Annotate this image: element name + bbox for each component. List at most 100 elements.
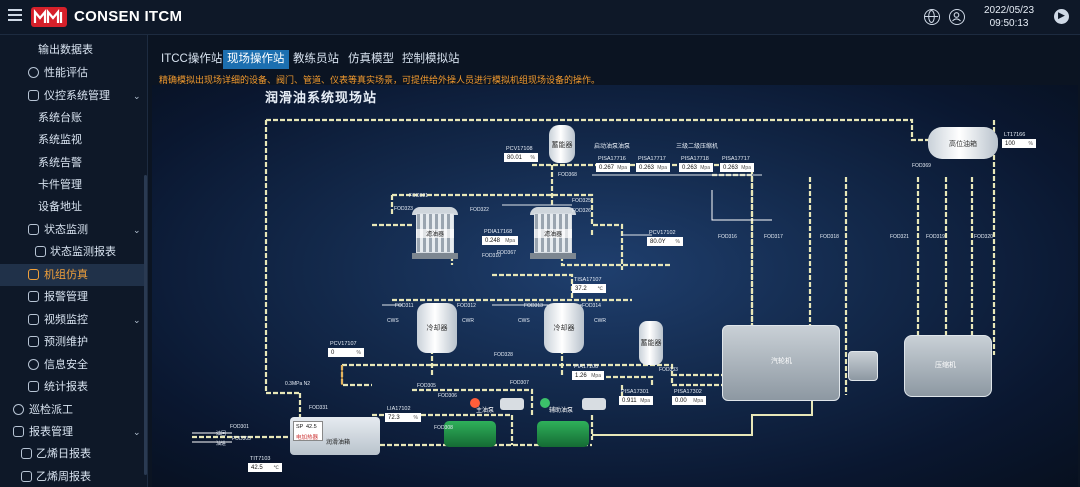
valve-f0317[interactable] [802, 179, 810, 185]
sidebar-item-status-monitor[interactable]: 状态监测⌄ [0, 219, 147, 241]
pipe-label-fod305: FOD305 [417, 383, 436, 389]
sidebar-item-label: 仪控系统管理 [44, 90, 110, 102]
pipe-label-fod318: FOD318 [820, 234, 839, 240]
tab-instructor[interactable]: 教练员站 [293, 53, 339, 65]
valve-line-1[interactable] [610, 177, 618, 183]
steam-turbine[interactable]: 汽轮机 [722, 325, 840, 401]
valve-return[interactable] [528, 381, 536, 387]
menu-toggle-icon[interactable] [8, 9, 22, 23]
chevron-down-icon: ⌄ [133, 91, 141, 101]
sidebar-item-unit-simulation[interactable]: 机组仿真 [0, 264, 147, 286]
valve-pcv17107[interactable] [340, 375, 348, 381]
pipe-label-fod310: FOD310 [482, 253, 501, 259]
valve-line-2[interactable] [652, 177, 660, 183]
valve-line-3[interactable] [695, 177, 703, 183]
aux-oil-pump[interactable] [537, 421, 589, 447]
setpoint-label: SP [296, 424, 304, 430]
sidebar-item-info-security[interactable]: 信息安全 [0, 354, 147, 376]
sidebar-item-performance[interactable]: 性能评估 [0, 62, 147, 84]
valve-pcv17102[interactable] [622, 233, 630, 239]
sidebar-item-video-monitor[interactable]: 视频监控⌄ [0, 309, 147, 331]
sidebar-item-statistics[interactable]: 统计报表 [0, 376, 147, 398]
sidebar: 输出数据表 性能评估 仪控系统管理 ⌄ 系统台账 系统监视 系统告警 卡件管理 设… [0, 35, 148, 487]
oil-tank[interactable]: 润滑油箱 SP 42.5 电加热器 [290, 417, 380, 455]
pipe-label-fod301: FOD301 [230, 424, 249, 430]
cooler-1[interactable]: 冷却器 [417, 303, 457, 353]
sidebar-item-daily-report[interactable]: 乙烯日报表 [0, 443, 147, 465]
sidebar-item-system-ledger[interactable]: 系统台账 [0, 107, 147, 129]
oil-tank-label: 润滑油箱 [325, 440, 350, 446]
logout-icon[interactable] [1054, 9, 1069, 24]
valve-f0319[interactable] [964, 233, 972, 239]
sidebar-item-status-report[interactable]: 状态监测报表 [0, 241, 147, 263]
valve-cooler-switch[interactable] [504, 297, 512, 303]
sidebar-item-system-alarm[interactable]: 系统告警 [0, 152, 147, 174]
valve-filter-switch[interactable] [504, 277, 512, 283]
pipe-label-cws-2: CWS [518, 318, 530, 324]
aux-pump-control-panel[interactable] [582, 398, 606, 410]
valve-f0316[interactable] [764, 179, 772, 185]
valve-pcv17108[interactable] [524, 171, 532, 177]
tab-control-sim[interactable]: 控制模拟站 [402, 53, 460, 65]
pipe-label-fod303: FOD303 [232, 436, 251, 442]
sidebar-item-label: 性能评估 [44, 67, 88, 79]
sidebar-item-device-address[interactable]: 设备地址 [0, 196, 147, 218]
sidebar-item-patrol[interactable]: 巡检派工 [0, 399, 147, 421]
sidebar-item-report-mgmt[interactable]: 报表管理⌄ [0, 421, 147, 443]
sidebar-item-predictive-maint[interactable]: 预测维护 [0, 331, 147, 353]
tab-field-station[interactable]: 现场操作站 [223, 50, 289, 69]
filter-base [530, 253, 576, 259]
pipe-label-oil-return: 油回 [216, 431, 227, 437]
diagram-title: 润滑油系统现场站 [265, 90, 378, 105]
date-text: 2022/05/23 [984, 5, 1035, 16]
aux-pump-status-light[interactable] [540, 398, 550, 408]
sidebar-item-weekly-report[interactable]: 乙烯周报表 [0, 466, 147, 487]
report-icon [13, 426, 24, 437]
accumulator-top[interactable]: 蓄能器 [549, 125, 575, 163]
tank-setpoint[interactable]: SP 42.5 电加热器 [293, 421, 323, 441]
sidebar-item-output-table[interactable]: 输出数据表 [0, 39, 147, 61]
sidebar-scrollbar[interactable] [144, 175, 147, 475]
pipe-label-fod331: FOD331 [309, 405, 328, 411]
main-pump-control-panel[interactable] [500, 398, 524, 410]
cooler-2[interactable]: 冷却器 [544, 303, 584, 353]
pipe-label-fod308: FOD308 [434, 425, 453, 431]
high-tank[interactable]: 高位油箱 [928, 127, 998, 159]
user-icon[interactable] [949, 9, 965, 25]
filter-1[interactable]: 滤油器 [412, 203, 458, 261]
sidebar-item-system-monitor[interactable]: 系统监视 [0, 129, 147, 151]
compressor[interactable]: 压缩机 [904, 335, 992, 397]
time-text: 09:50:13 [989, 18, 1029, 29]
main-oil-pump[interactable] [444, 421, 496, 447]
accumulator-mid[interactable]: 蓄能器 [639, 321, 663, 365]
filter-cap [412, 207, 458, 215]
tab-itcc[interactable]: ITCC操作站 [161, 53, 223, 65]
valve-f0321[interactable] [936, 233, 944, 239]
valve-line-4[interactable] [736, 177, 744, 183]
chart-icon [28, 381, 39, 392]
globe-icon[interactable] [924, 9, 940, 25]
sidebar-item-card-mgmt[interactable]: 卡件管理 [0, 174, 147, 196]
tab-sim-model[interactable]: 仿真模型 [348, 53, 394, 65]
main-pump-status-light[interactable] [470, 398, 480, 408]
pipe-label-fod317: FOD317 [764, 234, 783, 240]
sidebar-item-instrument-mgmt[interactable]: 仪控系统管理 ⌄ [0, 85, 147, 107]
filter-2[interactable]: 滤油器 [530, 203, 576, 261]
sidebar-item-alarm-mgmt[interactable]: 报警管理 [0, 286, 147, 308]
datetime: 2022/05/23 09:50:13 [984, 4, 1034, 30]
